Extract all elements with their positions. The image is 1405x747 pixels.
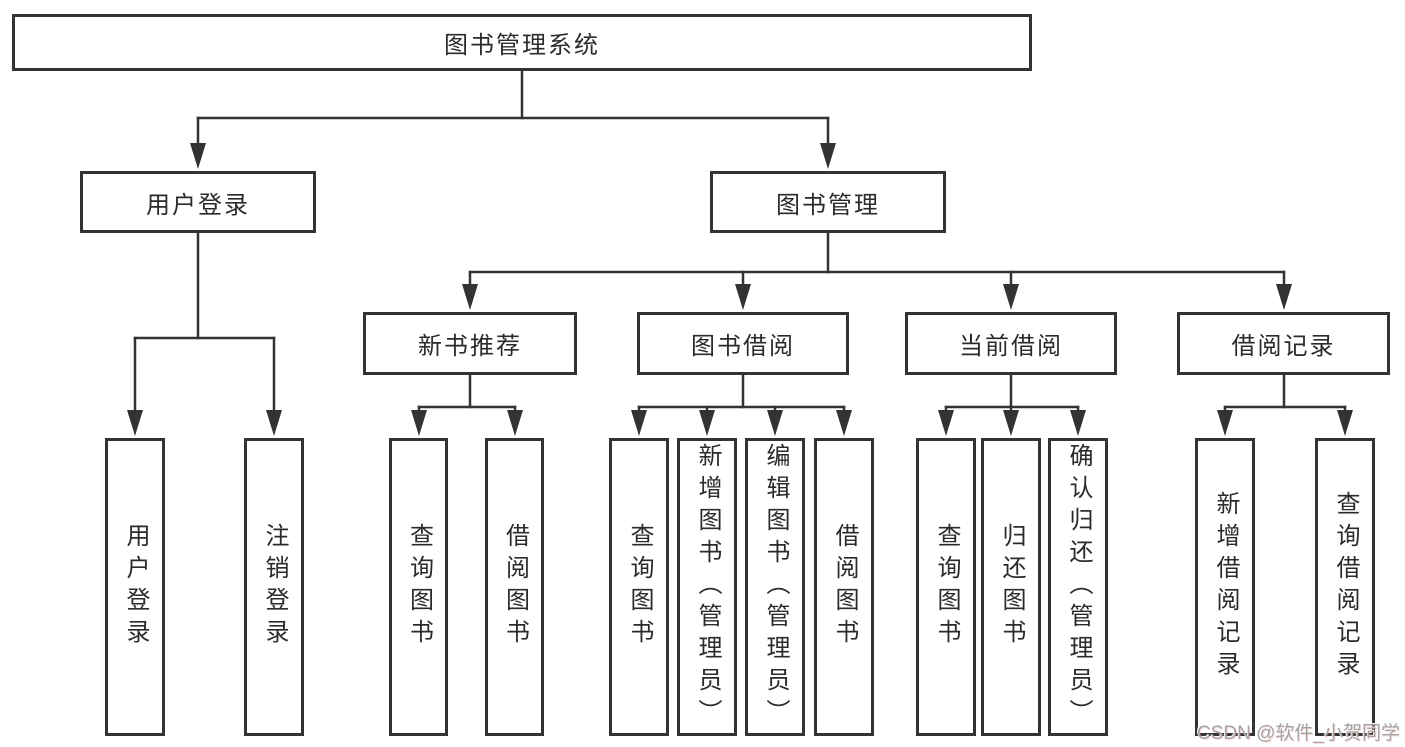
node-label: 用户登录 [122,523,149,651]
node-label: 查询图书 [933,523,960,651]
node-label: 借阅图书 [501,523,529,651]
node-leaf-return-books: 归还图书 [981,438,1041,736]
node-user-login-branch: 用户登录 [80,171,316,233]
node-book-management-branch: 图书管理 [710,171,946,233]
node-library-management-system: 图书管理系统 [12,14,1032,71]
node-label: 用户登录 [146,191,250,219]
node-label: 借阅记录 [1231,333,1336,360]
node-leaf-borrow-books: 借阅图书 [814,438,874,736]
node-label: 查询图书 [405,523,433,651]
node-new-book-recommendation: 新书推荐 [363,312,577,375]
node-label: 编辑图书（管理员） [762,443,789,731]
node-label: 借阅图书 [831,523,858,651]
node-label: 图书管理系统 [444,32,600,59]
node-label: 确认归还（管理员） [1065,443,1092,731]
node-label: 查询图书 [626,523,653,651]
node-leaf-user-login: 用户登录 [105,438,165,736]
node-leaf-logout: 注销登录 [244,438,304,736]
node-label: 图书借阅 [691,333,795,360]
node-leaf-add-borrow-record: 新增借阅记录 [1195,438,1255,736]
node-leaf-borrow-books-recommend: 借阅图书 [485,438,544,736]
node-leaf-confirm-return-admin: 确认归还（管理员） [1048,438,1108,736]
node-leaf-query-borrow-record: 查询借阅记录 [1315,438,1375,736]
node-label: 当前借阅 [959,333,1063,360]
csdn-watermark: CSDN @软件_小贺同学 [1197,723,1400,744]
node-label: 新增图书（管理员） [694,443,721,731]
node-label: 图书管理 [776,191,880,219]
node-borrowing-records: 借阅记录 [1177,312,1390,375]
node-label: 新增借阅记录 [1212,491,1239,683]
arrowheads [127,143,1353,436]
node-leaf-query-books-current: 查询图书 [916,438,976,736]
node-book-borrowing: 图书借阅 [637,312,849,375]
node-label: 查询借阅记录 [1332,491,1359,683]
node-leaf-add-books-admin: 新增图书（管理员） [677,438,737,736]
node-current-borrowing: 当前借阅 [905,312,1117,375]
node-leaf-query-books-recommend: 查询图书 [389,438,448,736]
node-leaf-edit-books-admin: 编辑图书（管理员） [745,438,805,736]
node-label: 归还图书 [998,523,1025,651]
node-leaf-query-books-borrowing: 查询图书 [609,438,669,736]
node-label: 注销登录 [261,523,288,651]
node-label: 新书推荐 [418,333,522,360]
